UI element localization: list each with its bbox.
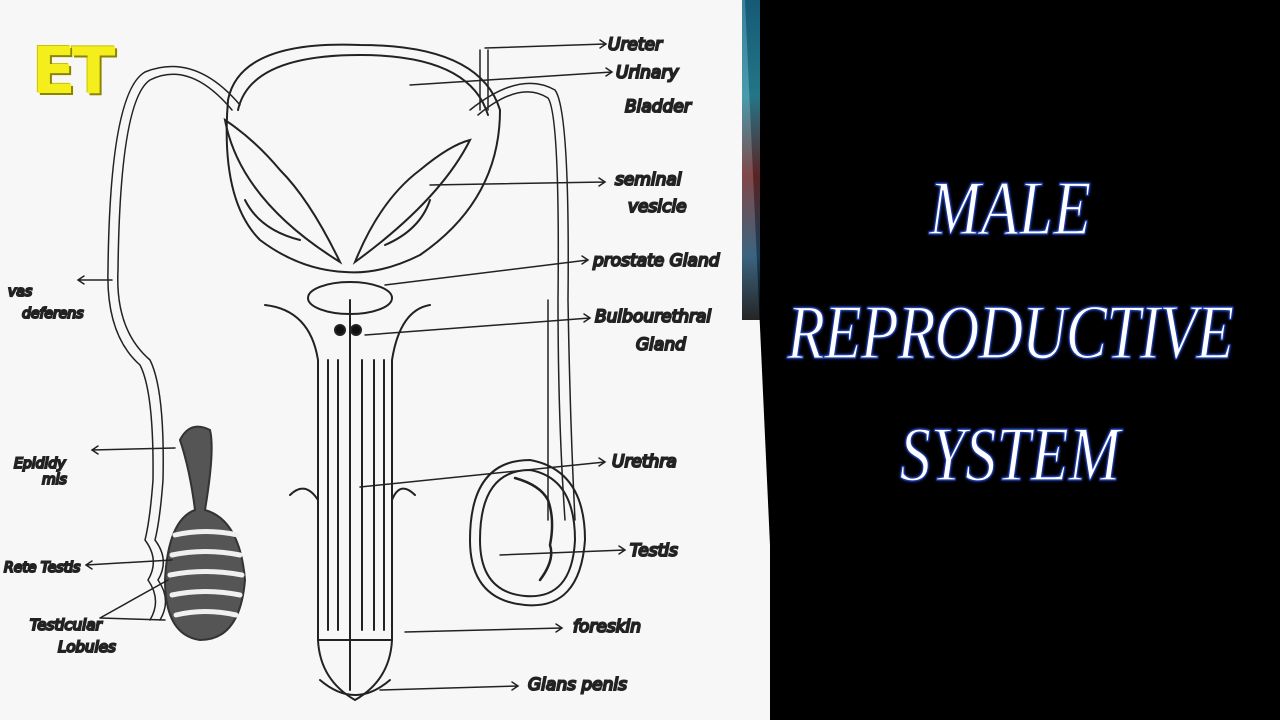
label-urethra: Urethra bbox=[612, 452, 677, 472]
label-ureter: Ureter bbox=[608, 35, 663, 55]
pointer-lines bbox=[76, 39, 627, 691]
label-mis: mis bbox=[42, 472, 67, 488]
urinary-bladder bbox=[225, 43, 502, 274]
testis-right bbox=[468, 458, 587, 607]
bulbourethral-left bbox=[334, 324, 346, 336]
title-line-system: SYSTEM bbox=[899, 412, 1121, 498]
label-epididy: Epididy bbox=[14, 456, 66, 472]
channel-logo: ET bbox=[32, 35, 115, 109]
label-vas: vas bbox=[8, 284, 32, 300]
label-vesicle: vesicle bbox=[628, 197, 687, 217]
label-deferens: deferens bbox=[22, 306, 84, 322]
label-rete-testis: Rete Testis bbox=[4, 560, 80, 576]
vas-deferens-left bbox=[107, 65, 241, 621]
seminal-vesicles bbox=[223, 117, 472, 265]
label-bladder: Bladder bbox=[625, 97, 692, 117]
label-bulbourethral: Bulbourethral bbox=[595, 307, 711, 327]
label-testis: Testis bbox=[630, 541, 678, 561]
penis bbox=[264, 299, 431, 702]
label-lobules: Lobules bbox=[58, 638, 116, 656]
label-urinary: Urinary bbox=[616, 63, 679, 83]
label-prostate-gland: prostate Gland bbox=[592, 251, 720, 271]
bulbourethral-right bbox=[350, 324, 362, 336]
anatomy-diagram: Ureter Urinary Bladder seminal vesicle p… bbox=[3, 34, 721, 702]
label-testicular: Testicular bbox=[30, 616, 103, 634]
background-edge bbox=[742, 0, 760, 320]
label-glans-penis: Glans penis bbox=[528, 675, 627, 695]
vas-deferens-right bbox=[469, 82, 576, 521]
title-line-reproductive: REPRODUCTIVE bbox=[786, 290, 1234, 376]
label-gland: Gland bbox=[636, 335, 686, 355]
testis-left bbox=[163, 425, 247, 642]
label-foreskin: foreskin bbox=[573, 617, 641, 637]
title-line-male: MALE bbox=[929, 166, 1092, 252]
label-seminal: seminal bbox=[615, 170, 682, 190]
title-block: MALE REPRODUCTIVE SYSTEM bbox=[740, 166, 1280, 495]
